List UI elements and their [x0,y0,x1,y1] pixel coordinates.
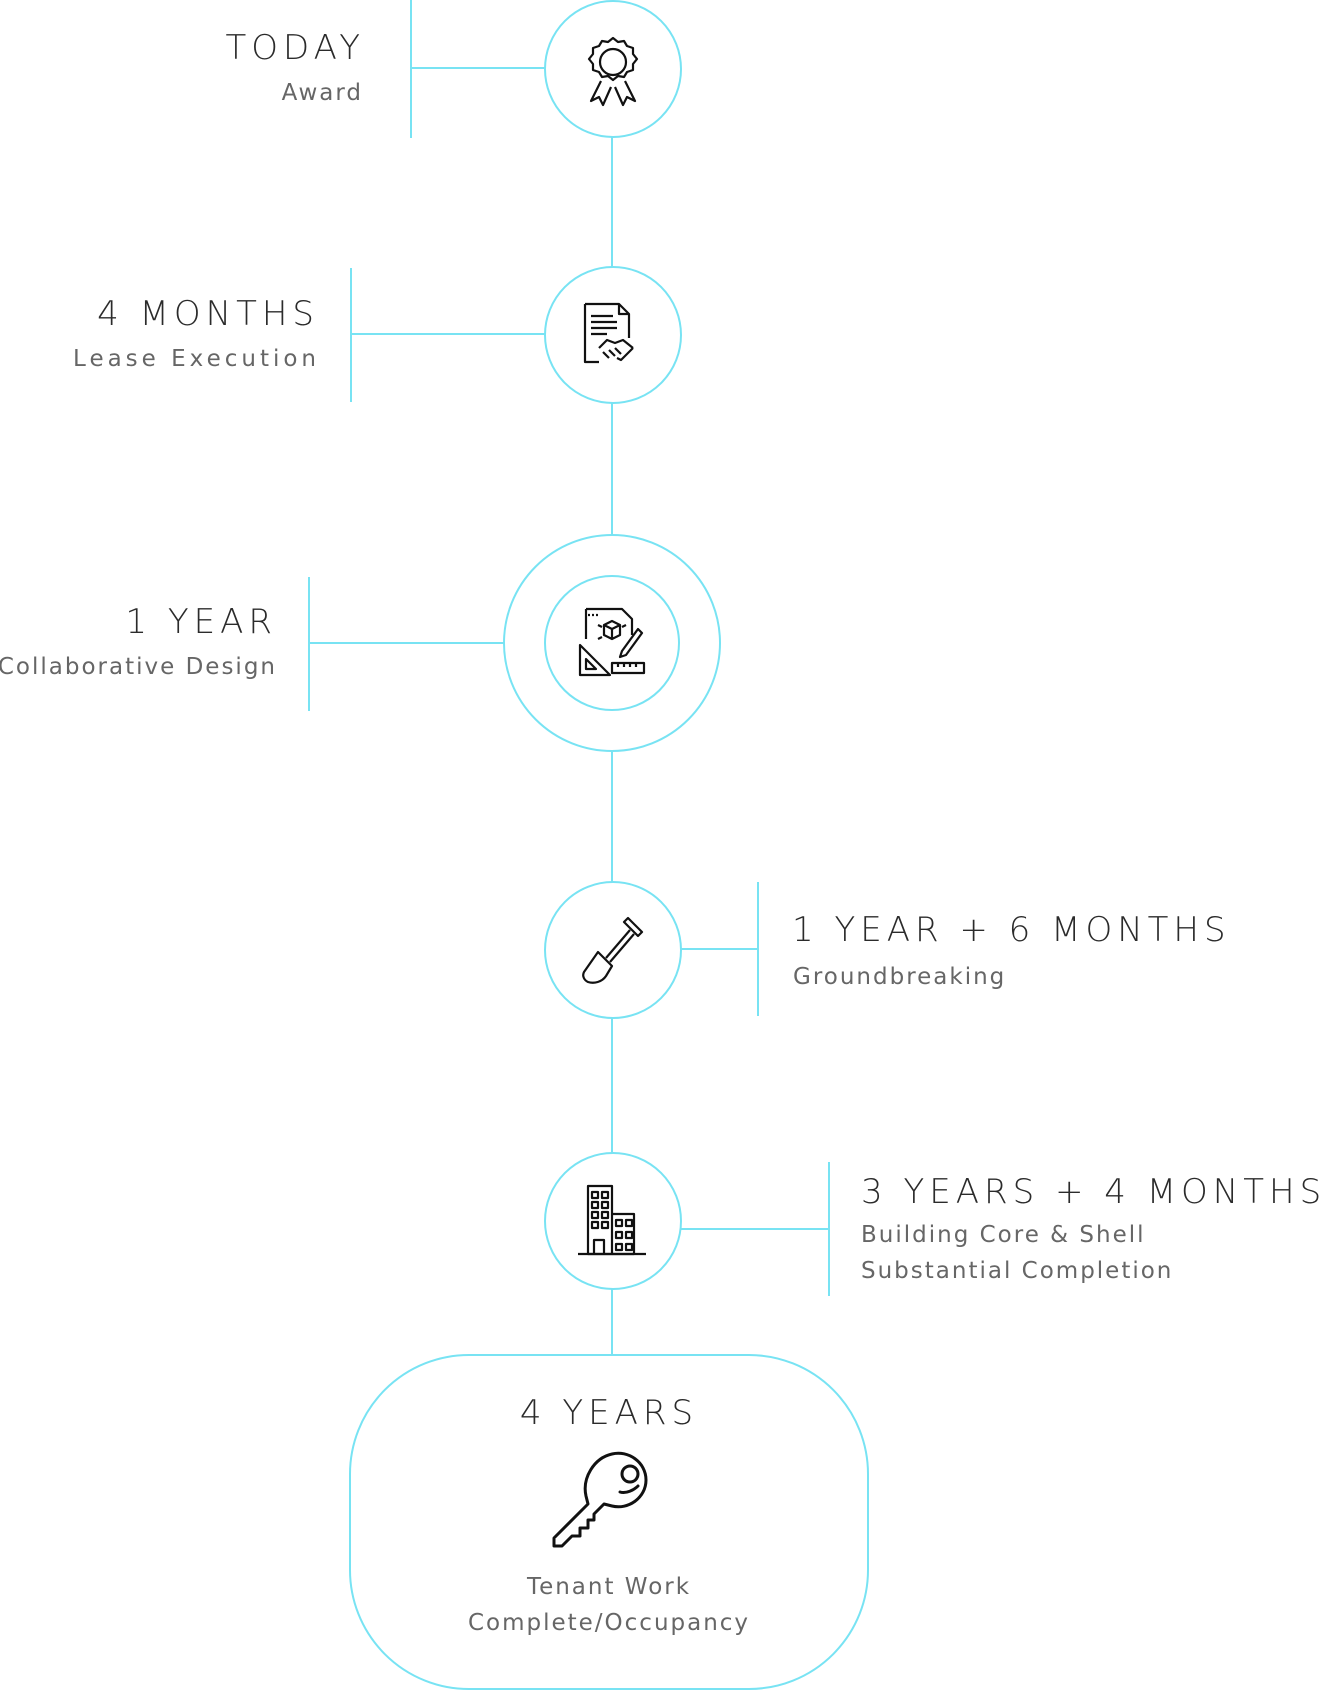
buildings-icon [576,1182,648,1258]
connector-horizontal [350,333,545,335]
milestone-label-line2: Complete/Occupancy [467,1610,751,1636]
milestone-circle [544,266,682,404]
milestone-circle [544,575,680,711]
milestone-time: 1 YEAR + 6 MONTHS [792,910,1231,950]
shovel-icon [578,914,648,986]
connector-vertical [350,268,352,402]
connector-vertical [308,577,310,711]
key-icon [552,1446,664,1558]
milestone-time: 4 MONTHS [97,294,319,334]
milestone-circle [544,0,682,138]
award-ribbon-icon [579,35,647,107]
final-milestone-card [349,1354,869,1690]
connector-vertical [410,0,412,138]
milestone-label-line2: Substantial Completion [861,1258,1174,1284]
milestone-time: 4 YEARS [519,1393,699,1433]
milestone-label: Groundbreaking [793,964,1007,990]
connector-horizontal [680,948,758,950]
connector-horizontal [410,67,545,69]
milestone-time: TODAY [225,28,365,68]
design-blueprint-icon [576,607,648,679]
milestone-label: Lease Execution [73,346,320,372]
connector-horizontal [680,1228,830,1230]
milestone-label-line1: Tenant Work [526,1574,692,1600]
milestone-label: Award [281,80,363,106]
milestone-time: 3 YEARS + 4 MONTHS [861,1172,1325,1212]
contract-handshake-icon [579,300,647,368]
milestone-label: Collaborative Design [0,654,277,680]
connector-vertical [757,882,759,1016]
milestone-time: 1 YEAR [125,602,277,642]
connector-horizontal [308,642,504,644]
milestone-label-line1: Building Core & Shell [861,1222,1146,1248]
milestone-outer-ring [503,534,721,752]
